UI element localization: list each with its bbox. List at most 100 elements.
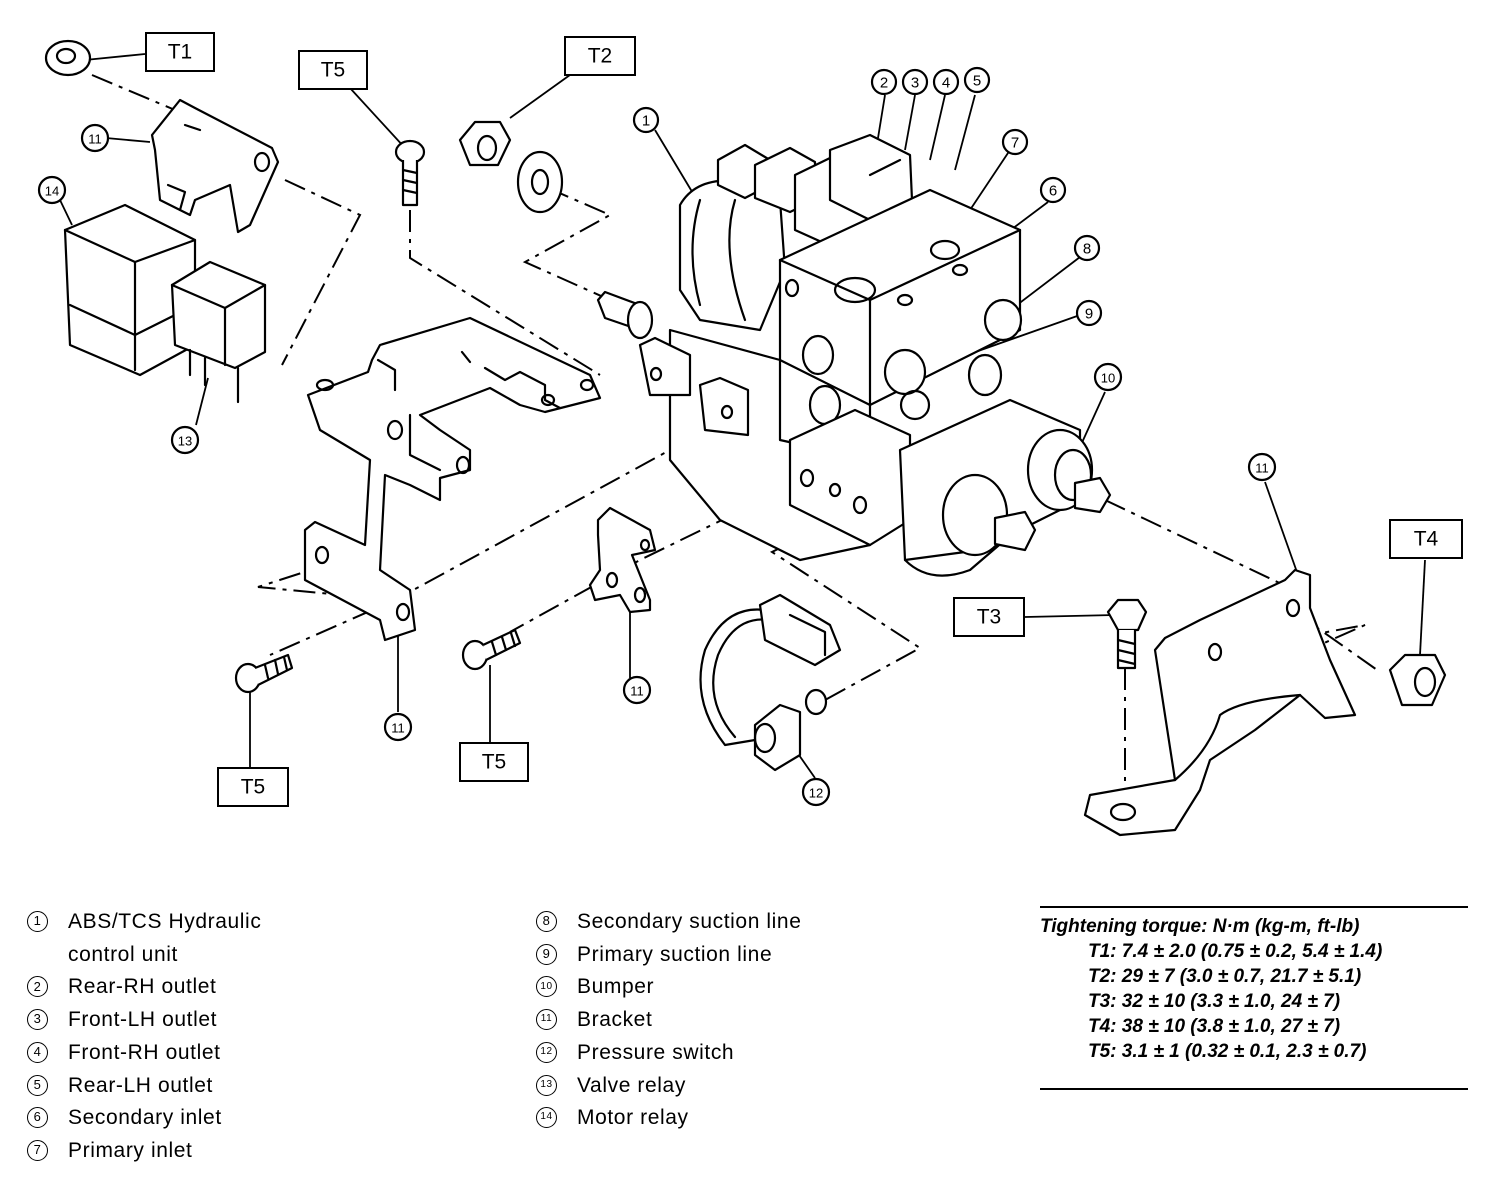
legend-item: 1 ABS/TCS Hydraulic control unit [27,906,318,971]
svg-text:T5: T5 [321,59,346,82]
callout-12: 12 [801,777,831,807]
torque-label-t2: T2 [564,36,636,76]
svg-text:11: 11 [630,684,644,699]
callout-11-left: 11 [383,712,413,742]
callout-11-right: 11 [1247,452,1277,482]
hydraulic-unit [596,133,1112,577]
svg-text:10: 10 [1101,371,1115,386]
legend-number: 3 [27,1009,48,1031]
legend-number: 12 [536,1041,557,1063]
legend-label: Motor relay [577,1106,689,1130]
screw-t5-center [461,628,522,671]
legend-number: 5 [27,1074,48,1096]
svg-text:T5: T5 [241,776,266,799]
torque-table: Tightening torque: N·m (kg-m, ft-lb) T1:… [1040,906,1468,1090]
svg-text:T3: T3 [977,606,1002,629]
svg-text:9: 9 [1085,306,1093,323]
svg-text:7: 7 [1011,135,1019,152]
legend-number: 6 [27,1107,48,1129]
legend-label: ABS/TCS Hydraulic control unit [68,910,262,966]
lower-right-bracket [1083,568,1357,837]
torque-table-title: Tightening torque: N·m (kg-m, ft-lb) [1040,916,1360,937]
screw-t5-top [394,139,426,207]
legend-number: 7 [27,1139,48,1161]
legend-item: 9 Primary suction line [536,939,877,972]
legend-label: Pressure switch [577,1040,735,1064]
legend-item: 13 Valve relay [536,1070,877,1103]
legend-number: 10 [536,976,557,998]
svg-text:2: 2 [880,75,888,92]
relay-bracket [150,98,280,234]
svg-text:12: 12 [809,786,823,801]
legend-number: 13 [536,1074,557,1096]
torque-label-t3: T3 [953,597,1025,637]
legend-item: 5 Rear-LH outlet [27,1070,318,1103]
legend-number: 4 [27,1041,48,1063]
svg-text:T1: T1 [168,41,193,64]
callout-3: 3 [901,68,929,96]
torque-row-t5: T5: 3.1 ± 1 (0.32 ± 0.1, 2.3 ± 0.7) [1088,1041,1367,1062]
legend-number: 8 [536,911,557,932]
callout-11-center: 11 [622,675,652,705]
callout-7: 7 [1001,128,1029,156]
callout-4: 4 [932,68,960,96]
nut-t4 [1388,653,1447,707]
svg-text:8: 8 [1083,241,1091,258]
svg-text:T5: T5 [482,751,507,774]
svg-text:T2: T2 [588,45,613,68]
svg-text:13: 13 [178,434,192,449]
exploded-diagram: T1 T5 T2 T4 T3 T5 T5 1 2 3 4 5 7 6 8 9 1… [37,32,1463,837]
legend-number: 11 [536,1009,557,1031]
svg-text:14: 14 [45,184,59,199]
torque-row-t2: T2: 29 ± 7 (3.0 ± 0.7, 21.7 ± 5.1) [1088,966,1362,987]
callout-13: 13 [170,425,200,455]
legend-label: Front-LH outlet [68,1008,218,1032]
legend-label: Rear-RH outlet [68,975,217,999]
torque-row-t1: T1: 7.4 ± 2.0 (0.75 ± 0.2, 5.4 ± 1.4) [1088,941,1383,962]
torque-label-t4: T4 [1389,519,1463,559]
svg-text:6: 6 [1049,183,1057,200]
legend-number: 14 [536,1107,557,1129]
callout-5: 5 [963,66,991,94]
callout-10: 10 [1093,362,1123,392]
nut-t2 [458,120,564,214]
legend-label: Valve relay [577,1073,686,1097]
small-bracket [588,506,657,614]
torque-row-t3: T3: 32 ± 10 (3.3 ± 1.0, 24 ± 7) [1088,991,1341,1012]
callout-9: 9 [1075,299,1103,327]
legend-label: Primary suction line [577,942,773,966]
legend-number: 9 [536,943,557,965]
torque-label-t5-center: T5 [459,742,529,782]
pressure-switch [699,593,842,772]
legend-item: 3 Front-LH outlet [27,1004,318,1037]
callout-1: 1 [632,106,660,134]
legend-item: 14 Motor relay [536,1102,877,1135]
legend-label: Secondary inlet [68,1106,222,1130]
svg-text:5: 5 [973,73,981,90]
legend-item: 10 Bumper [536,971,877,1004]
screw-t5-left [234,653,294,694]
callout-11-upper-left: 11 [80,123,110,153]
svg-text:11: 11 [391,721,405,736]
svg-text:11: 11 [88,132,102,147]
torque-label-t5-top: T5 [298,50,368,90]
legend-label: Bumper [577,975,655,999]
torque-label-t5-left: T5 [217,767,289,807]
bolt-t3 [1106,598,1148,670]
svg-text:11: 11 [1255,461,1269,476]
legend-item: 12 Pressure switch [536,1037,877,1070]
legend-label: Front-RH outlet [68,1040,221,1064]
legend-number: 1 [27,911,48,932]
legend-label: Rear-LH outlet [68,1073,213,1097]
svg-text:1: 1 [642,113,650,130]
callout-6: 6 [1039,176,1067,204]
svg-text:4: 4 [942,75,950,92]
callout-2: 2 [870,68,898,96]
torque-label-t1: T1 [145,32,215,72]
